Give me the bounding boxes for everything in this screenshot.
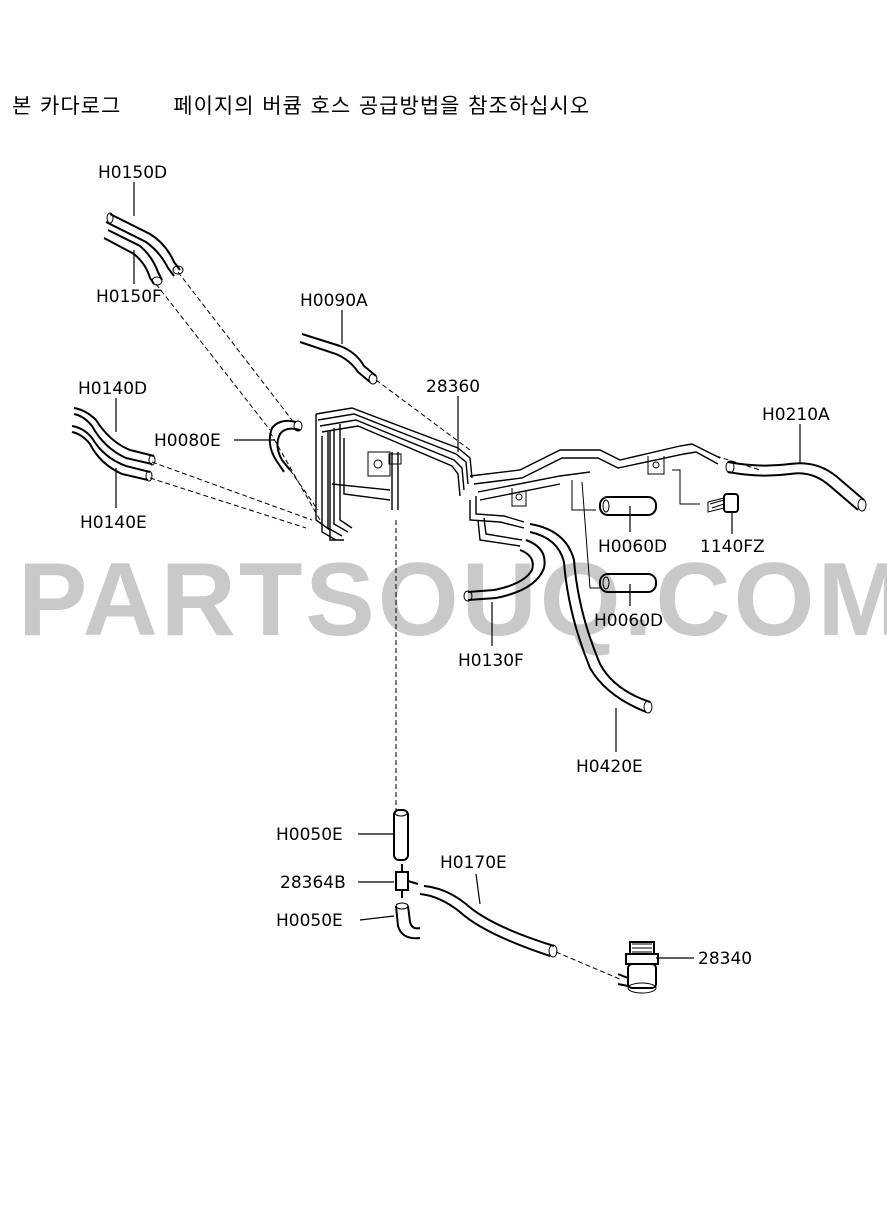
label-h0060d-lower: H0060D [594, 611, 663, 631]
valve-fitting-28340[interactable] [617, 941, 659, 994]
label-28360: 28360 [426, 377, 480, 397]
label-1140fz: 1140FZ [700, 537, 765, 557]
hose-h0060d-lower[interactable] [599, 573, 657, 593]
label-h0050e-upper: H0050E [276, 825, 343, 845]
manifold-28360[interactable] [315, 407, 721, 547]
label-h0050e-lower: H0050E [276, 911, 343, 931]
note-reference-text: 페이지의 버큠 호스 공급방법을 참조하십시오 [173, 94, 591, 118]
hose-h0050e-upper[interactable] [393, 809, 409, 861]
label-28364b: 28364B [280, 873, 346, 893]
hose-h0090a[interactable] [299, 333, 378, 385]
label-h0060d-upper: H0060D [598, 537, 667, 557]
hose-h0060d-upper[interactable] [599, 496, 657, 516]
label-h0140e: H0140E [80, 513, 147, 533]
hose-h0050e-lower[interactable] [395, 902, 421, 940]
watermark: PARTSOUQ.COM [18, 542, 887, 658]
connector-28364b[interactable] [395, 864, 419, 898]
hose-h0150f[interactable] [103, 229, 163, 286]
label-h0170e: H0170E [440, 853, 507, 873]
label-h0150f: H0150F [96, 287, 162, 307]
note-catalog-text: 본 카다로그 [12, 94, 122, 118]
label-h0420e: H0420E [576, 757, 643, 777]
leader-lines [115, 182, 801, 959]
hose-h0140d[interactable] [73, 407, 156, 466]
hose-h0140e[interactable] [71, 425, 153, 482]
label-h0150d: H0150D [98, 163, 167, 183]
hose-h0150d[interactable] [105, 212, 184, 277]
hose-h0420e[interactable] [529, 523, 653, 714]
label-28340: 28340 [698, 949, 752, 969]
label-h0080e: H0080E [154, 431, 221, 451]
hose-h0080e[interactable] [268, 419, 303, 473]
hose-h0210a[interactable] [725, 460, 867, 512]
instruction-note: 본 카다로그 페이지의 버큠 호스 공급방법을 참조하십시오 [12, 90, 590, 120]
hose-h0170e[interactable] [419, 885, 558, 958]
label-h0090a: H0090A [300, 291, 368, 311]
hose-h0130f[interactable] [463, 539, 546, 602]
label-h0210a: H0210A [762, 405, 830, 425]
label-h0130f: H0130F [458, 651, 524, 671]
label-h0140d: H0140D [78, 379, 147, 399]
bolt-1140fz[interactable] [707, 493, 739, 513]
